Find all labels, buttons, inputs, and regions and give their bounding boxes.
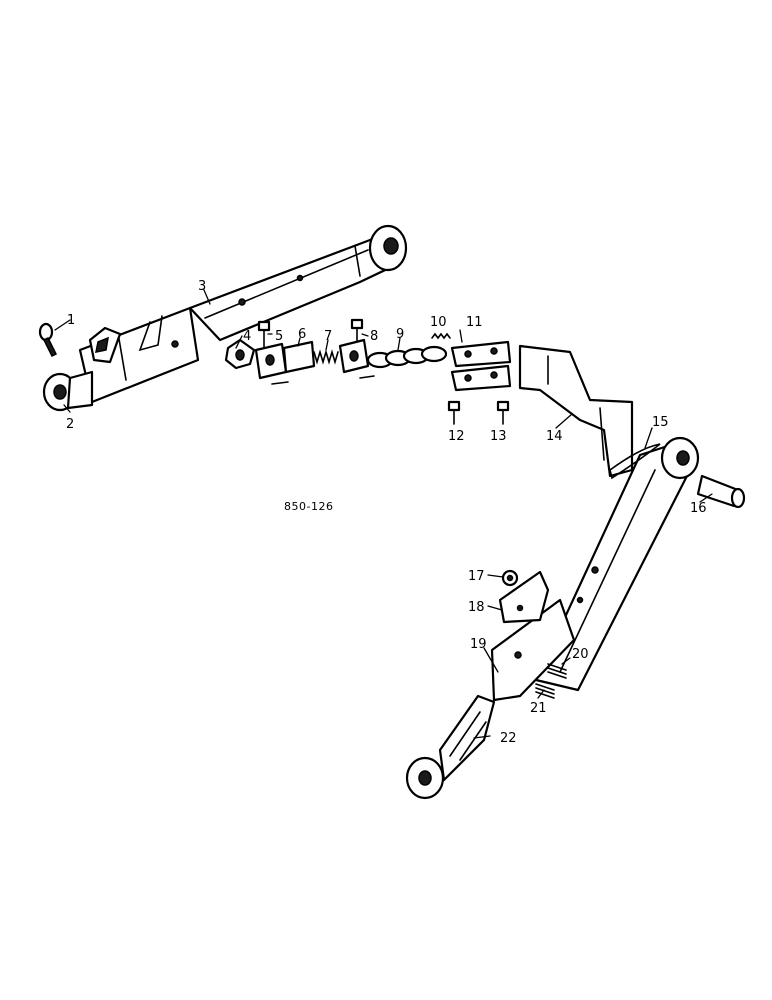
reference-code: 850-126 xyxy=(284,500,333,513)
leader-lines xyxy=(54,289,713,739)
callout-7: 7 xyxy=(324,329,332,344)
callout-12: 12 xyxy=(448,429,465,444)
callouts: 1 2 3 4 5 6 7 8 9 10 11 12 13 14 15 16 1… xyxy=(66,279,707,746)
callout-14: 14 xyxy=(546,429,563,444)
right-lower-link xyxy=(405,436,746,800)
callout-13: 13 xyxy=(490,429,507,444)
callout-16: 16 xyxy=(690,501,707,516)
callout-3: 3 xyxy=(198,279,206,294)
callout-11: 11 xyxy=(466,315,483,330)
callout-21: 21 xyxy=(530,701,547,716)
callout-6: 6 xyxy=(298,327,306,342)
callout-22: 22 xyxy=(500,731,517,746)
callout-18: 18 xyxy=(468,600,485,615)
left-lower-link xyxy=(38,224,408,412)
callout-1: 1 xyxy=(67,313,75,328)
callout-10: 10 xyxy=(430,315,447,330)
callout-9: 9 xyxy=(396,327,404,342)
callout-2: 2 xyxy=(66,417,74,432)
callout-8: 8 xyxy=(370,329,378,344)
chain-stabilizer xyxy=(224,318,634,478)
callout-17: 17 xyxy=(468,569,485,584)
callout-20: 20 xyxy=(572,647,589,662)
callout-5: 5 xyxy=(275,329,283,344)
callout-19: 19 xyxy=(470,637,487,652)
callout-15: 15 xyxy=(652,415,669,430)
callout-4: 4 xyxy=(243,329,251,344)
